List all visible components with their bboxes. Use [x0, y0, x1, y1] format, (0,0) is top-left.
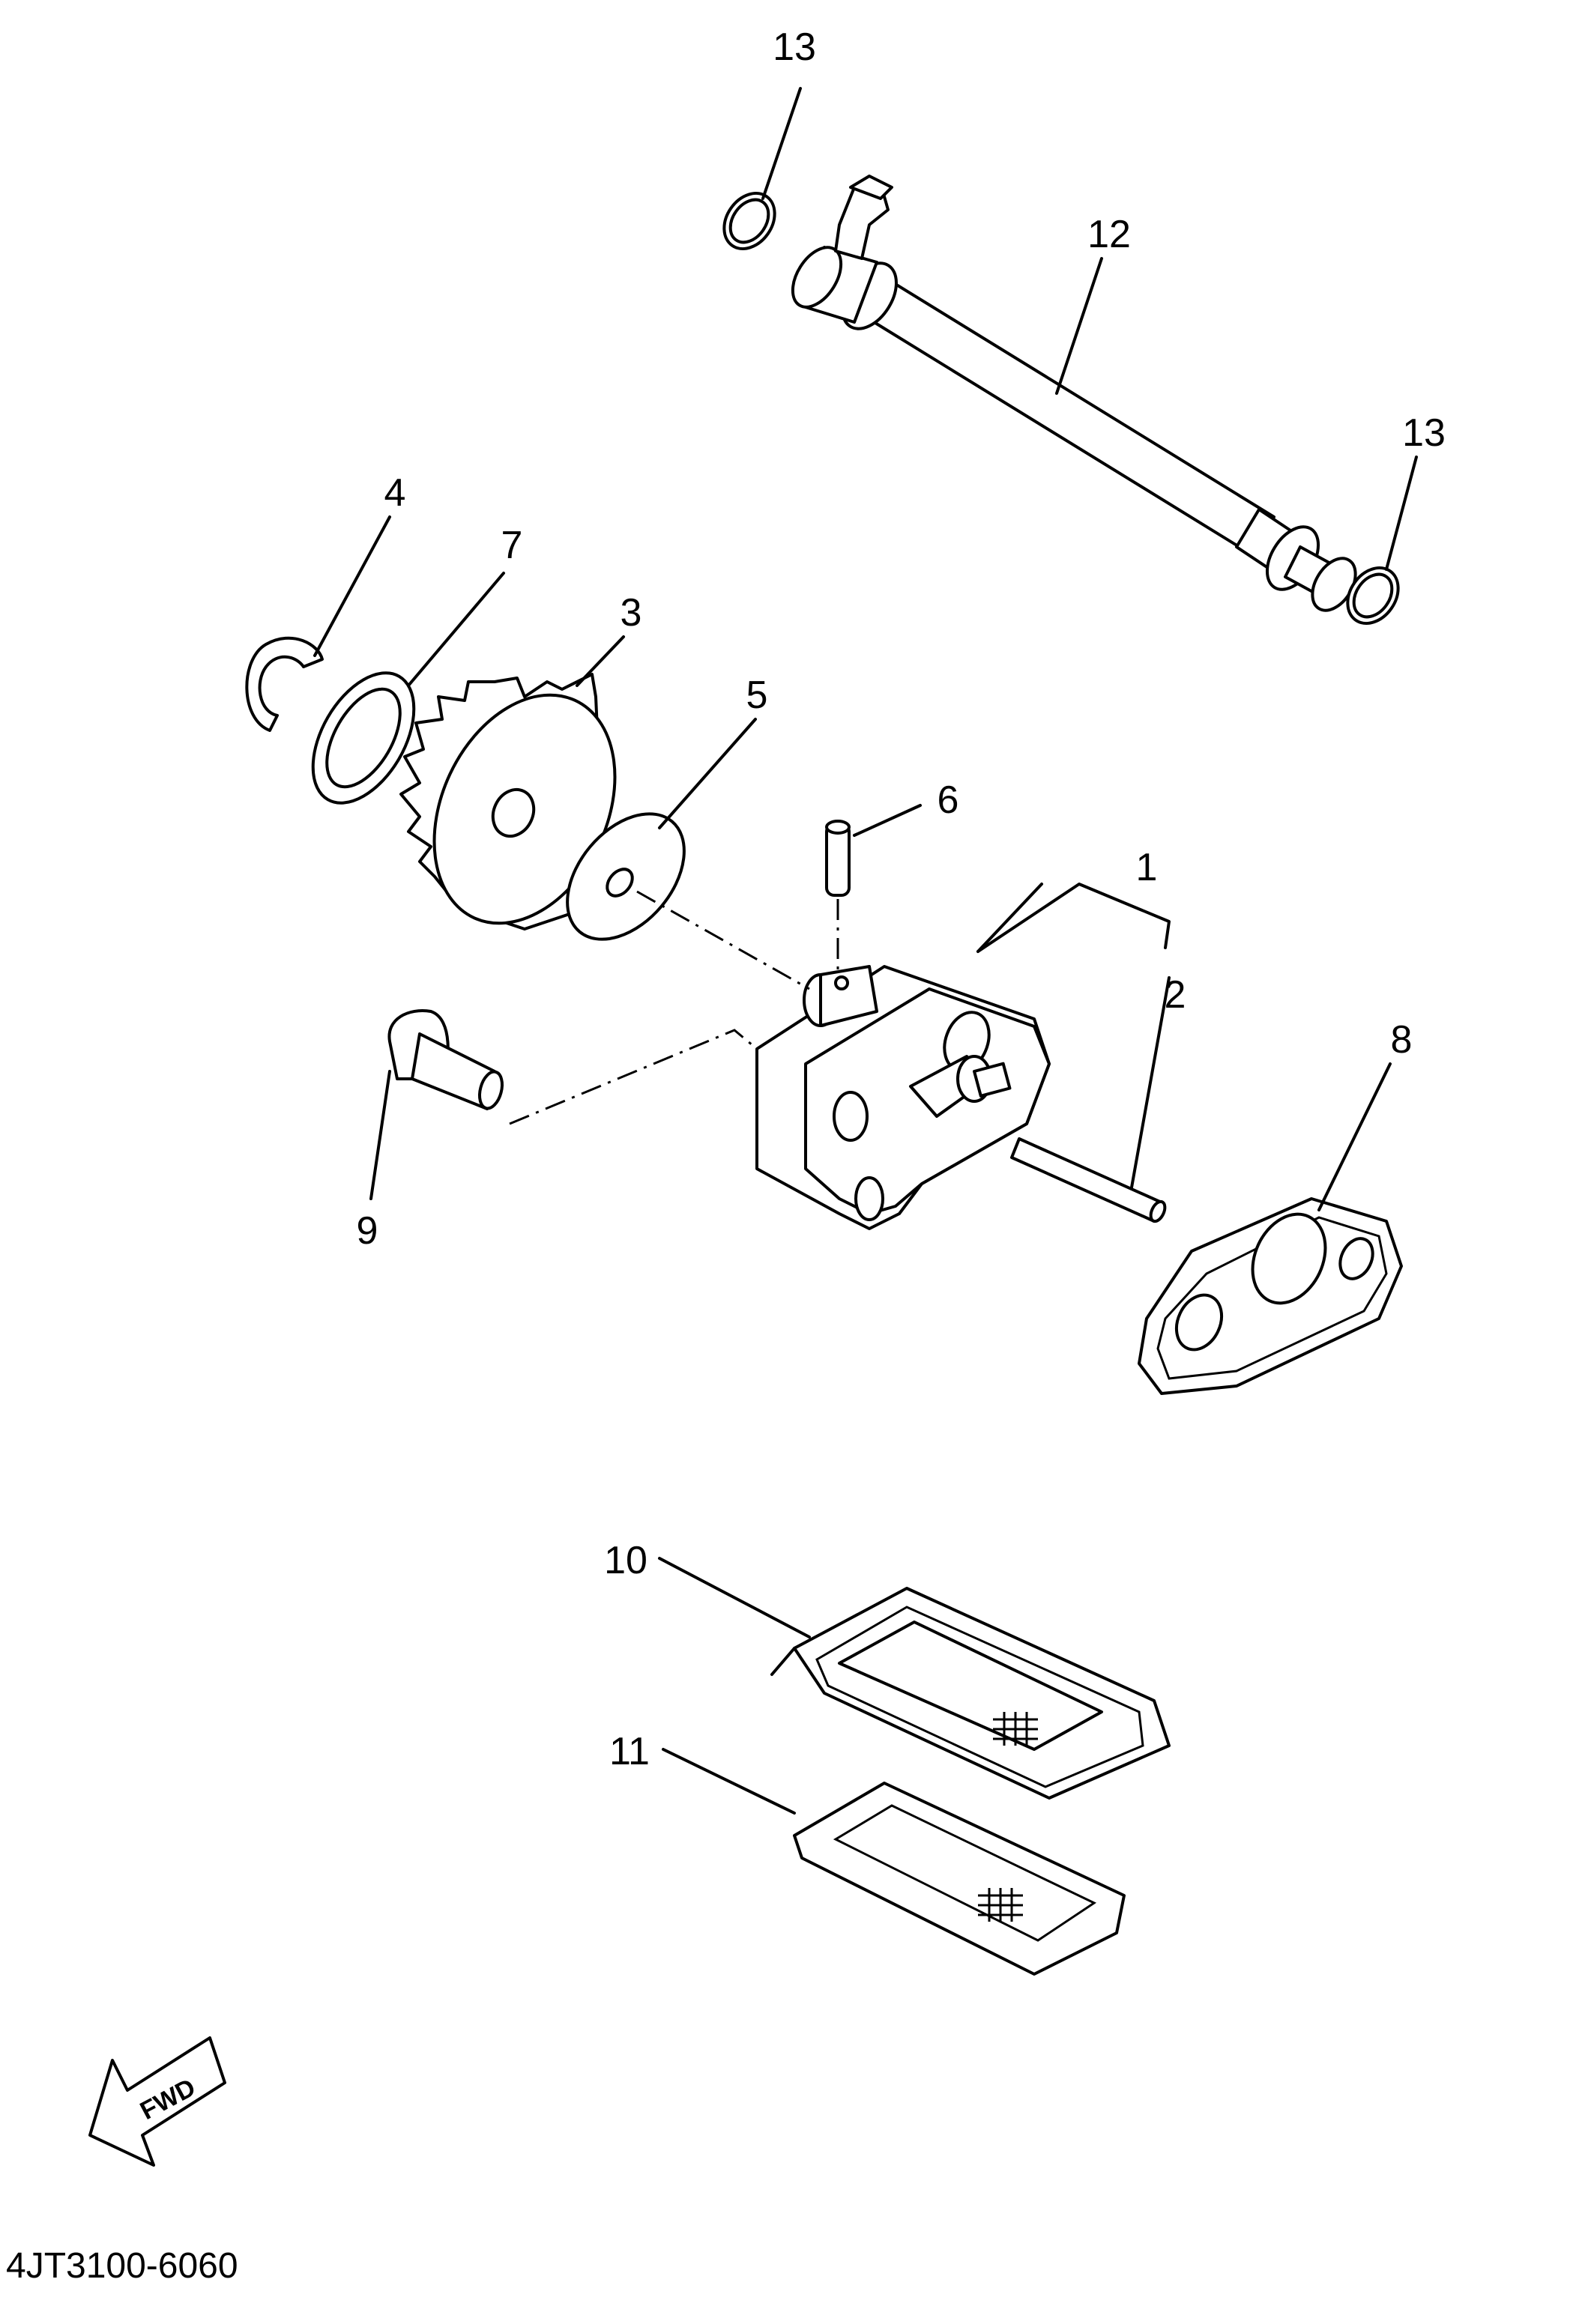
callout-13-top: 13: [773, 25, 816, 69]
callout-8: 8: [1391, 1018, 1413, 1062]
fwd-arrow-icon: FWD: [88, 2036, 226, 2167]
part-13-o-ring-right: [1346, 566, 1400, 626]
callout-9: 9: [357, 1209, 378, 1253]
callout-11: 11: [609, 1730, 650, 1773]
part-11-gasket: [793, 1782, 1126, 1976]
part-8-gasket: [1138, 1197, 1403, 1395]
callout-1: 1: [1136, 846, 1158, 889]
callouts: 13 12 13 4 7 3 5 6 1 2 8 9 10 11: [357, 25, 1446, 1773]
part-2-pin: [1010, 1137, 1167, 1223]
part-10-oil-strainer: [770, 1587, 1171, 1800]
part-12-shaft: [791, 175, 1357, 612]
callout-7: 7: [501, 524, 523, 567]
part-3-gear: [399, 673, 617, 930]
callout-4: 4: [384, 471, 406, 515]
part-1-oil-pump-assy: [755, 965, 1051, 1230]
part-9-bolt: [387, 1009, 504, 1110]
callout-6: 6: [938, 778, 959, 822]
drawing-code: 4JT3100-6060: [6, 2246, 238, 2286]
leader-lines: [313, 87, 1418, 1815]
callout-2: 2: [1165, 973, 1186, 1017]
part-4-circlip: [245, 636, 324, 732]
callout-5: 5: [746, 674, 768, 717]
part-6-dowel-pin: [825, 820, 851, 974]
callout-12: 12: [1087, 213, 1131, 256]
callout-13-right: 13: [1402, 411, 1446, 455]
callout-3: 3: [621, 591, 642, 635]
callout-10: 10: [604, 1539, 647, 1582]
part-13-o-ring-top: [722, 191, 776, 251]
part-7-washer: [311, 671, 416, 805]
assembly-center-lines: [509, 890, 810, 1125]
